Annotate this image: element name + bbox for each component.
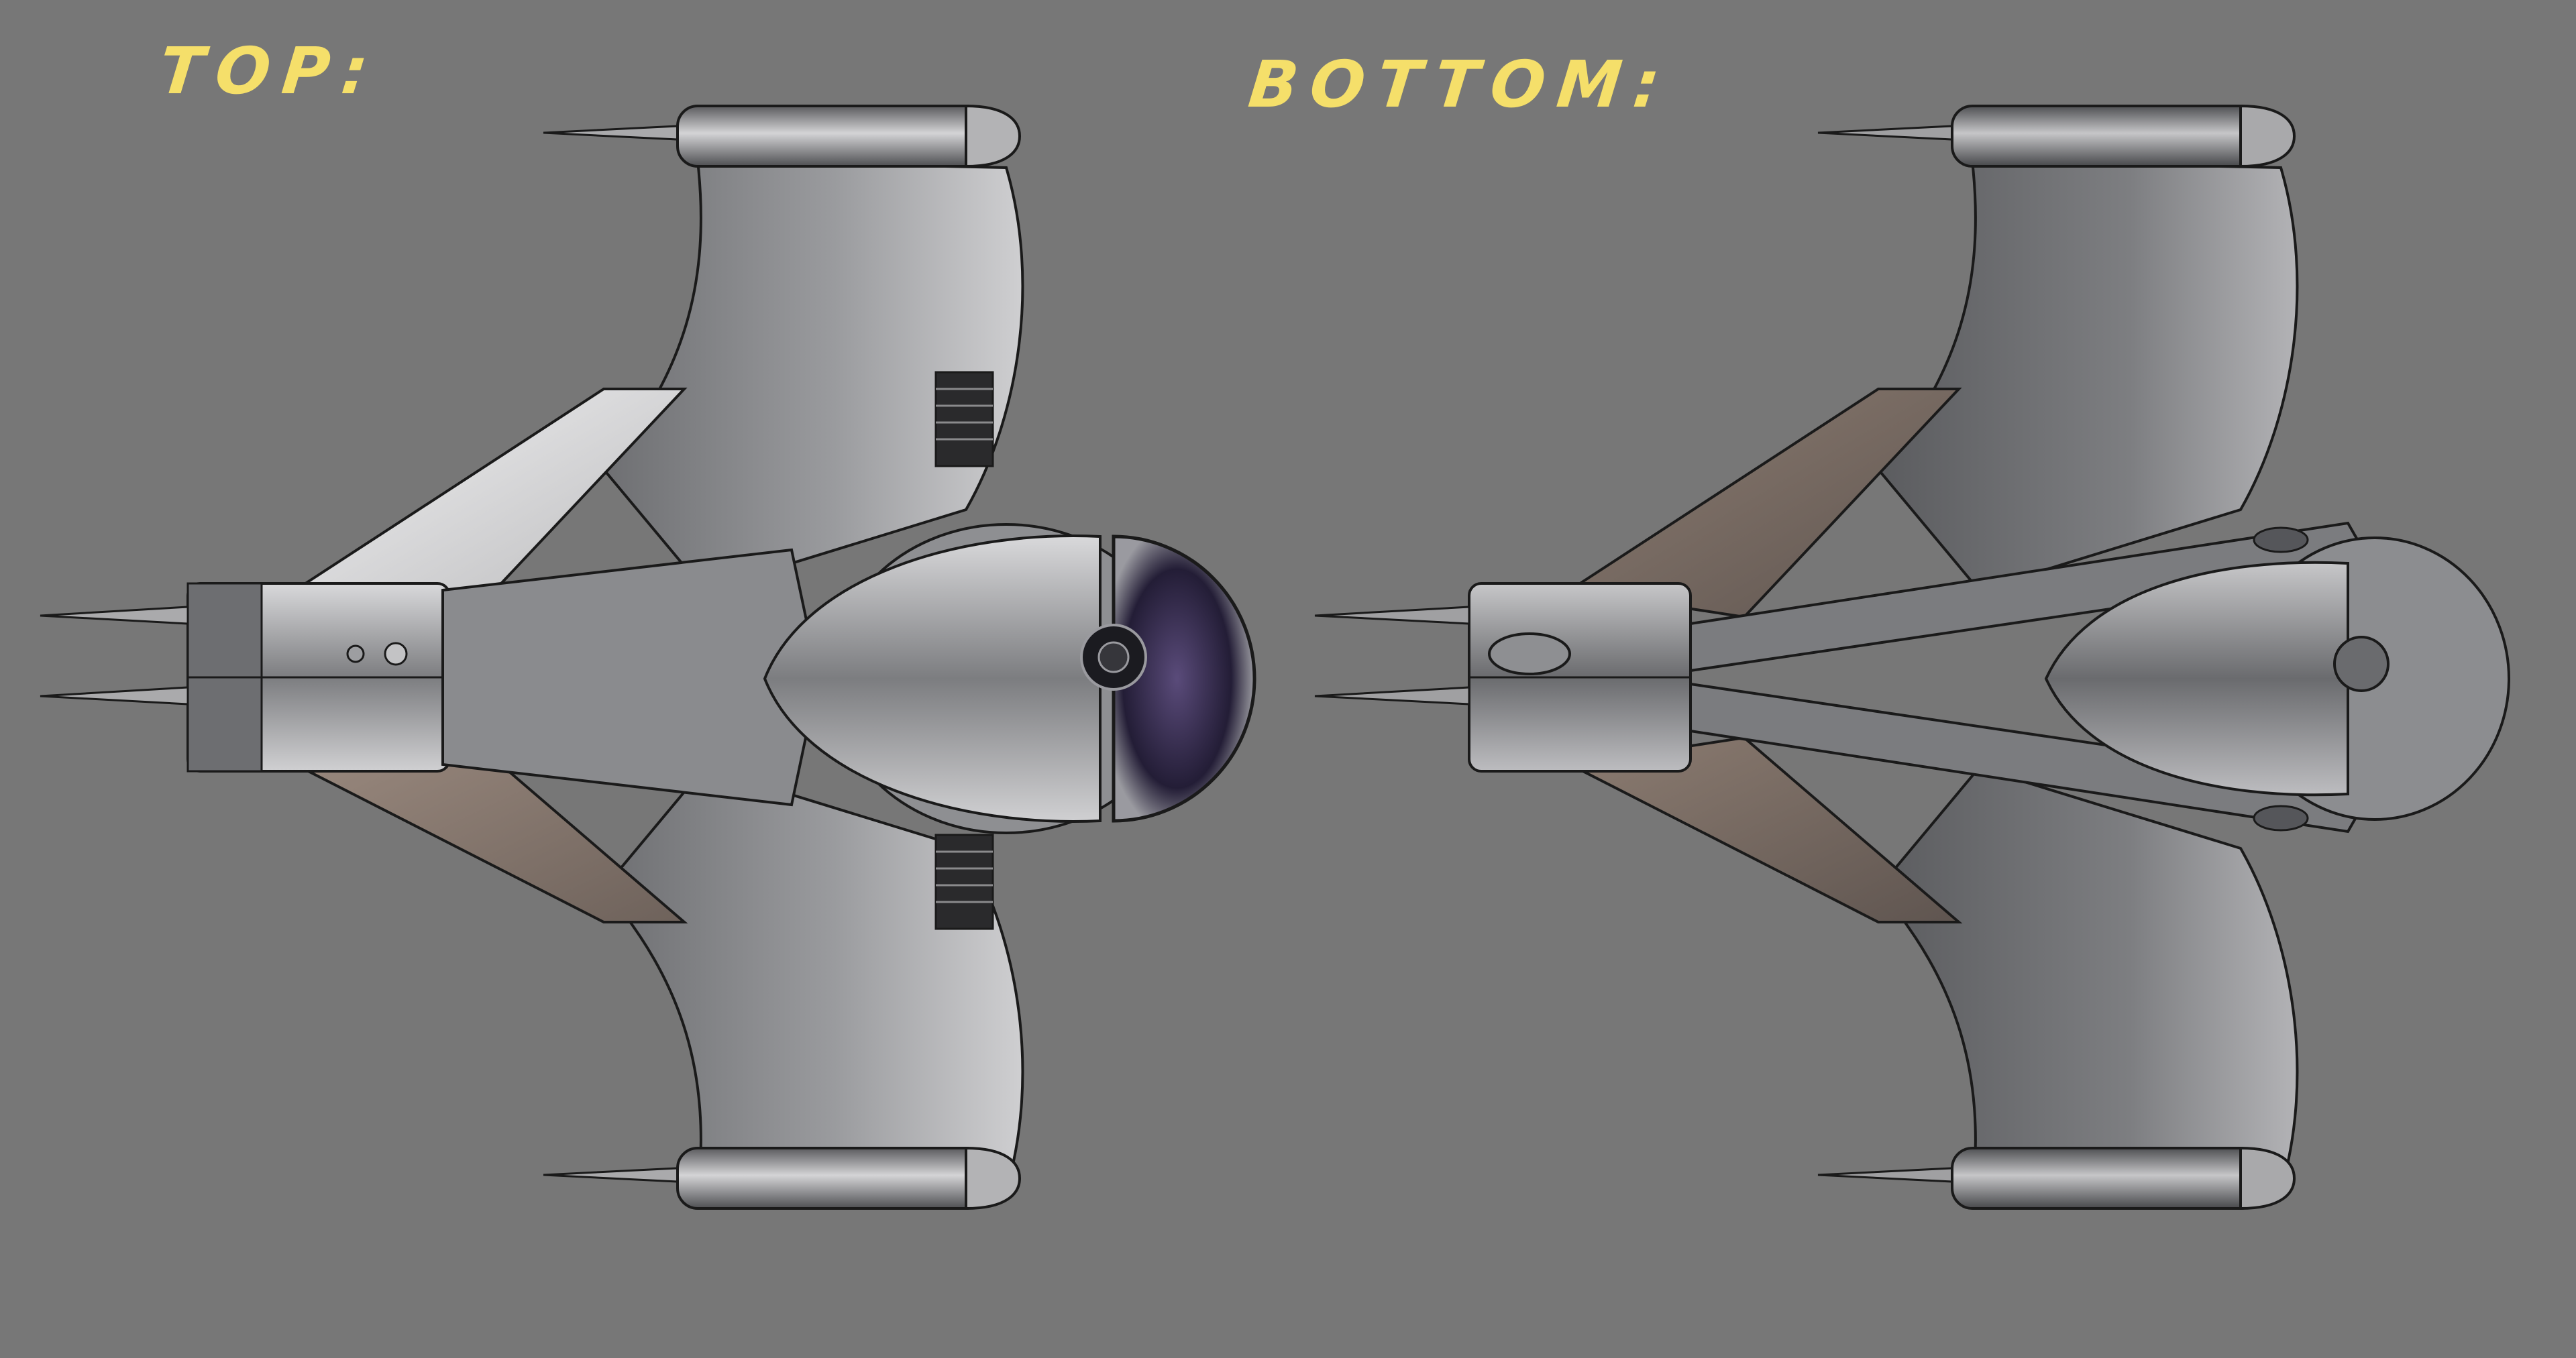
starship-top-view <box>40 104 1256 1210</box>
lower-engine-spike <box>1314 686 1470 705</box>
lower-engine-spike <box>40 686 189 705</box>
upper-engine-spike <box>40 606 189 625</box>
lower-wingtip-pod <box>1817 1146 2296 1210</box>
lower-wingtip-pod <box>543 1146 1022 1210</box>
nose-cone <box>763 534 1102 823</box>
upper-engine-spike <box>1314 606 1470 625</box>
upper-wingtip-pod <box>543 104 1022 168</box>
lower-intake <box>2253 805 2309 832</box>
upper-wing <box>1876 159 2299 592</box>
starship-bottom-view <box>1314 104 2510 1210</box>
upper-intake <box>2253 526 2309 553</box>
upper-wing <box>602 159 1024 592</box>
lower-wing <box>602 766 1024 1199</box>
lower-vent-grille <box>934 834 994 930</box>
landing-hatch <box>2333 636 2390 692</box>
upper-vent-grille <box>934 371 994 467</box>
upper-wingtip-pod <box>1817 104 2296 168</box>
fuselage-spine <box>441 548 820 807</box>
lower-wing <box>1876 766 2299 1199</box>
canopy-dome <box>1112 534 1256 823</box>
